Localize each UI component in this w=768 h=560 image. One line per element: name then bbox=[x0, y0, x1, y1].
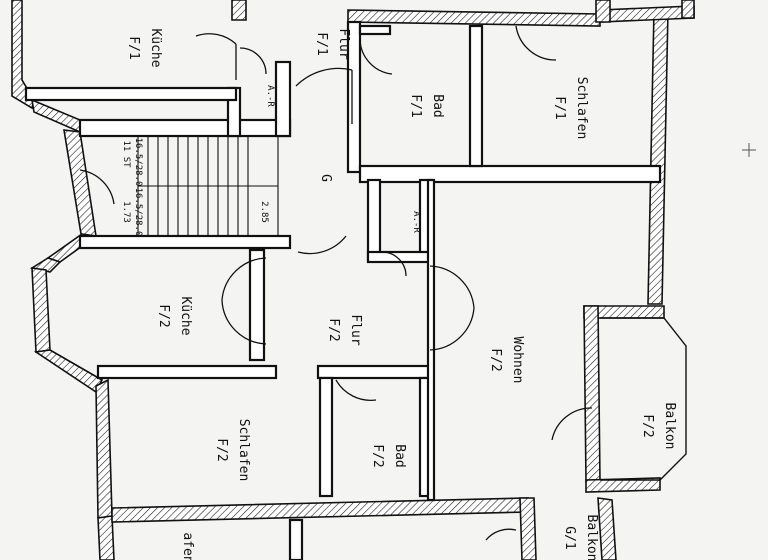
room-label-f1-kueche-name: Küche bbox=[148, 28, 163, 67]
crosshair-cursor-icon bbox=[742, 143, 756, 157]
room-label-f1-flur-unit: F/1 bbox=[314, 32, 329, 55]
balcony-outline bbox=[600, 317, 687, 481]
room-label-f1-schlafen-name: Schlafen bbox=[574, 77, 589, 140]
room-label-g1-balkon-unit: G/1 bbox=[562, 526, 577, 549]
room-label-f2-schlafen-name: Schlafen bbox=[236, 419, 251, 482]
outer-walls bbox=[11, 0, 695, 560]
stair-dim-steps: 11 ST bbox=[121, 140, 131, 168]
stair-dim-width: 1.73 bbox=[121, 201, 131, 223]
stair-hall-label: G bbox=[318, 174, 333, 182]
room-label-f2-flur-unit: F/2 bbox=[326, 318, 341, 341]
room-label-f2-schlafen-unit: F/2 bbox=[214, 438, 229, 461]
meter-tag-f1: A.-R bbox=[265, 85, 275, 107]
room-label-f1-bad-name: Bad bbox=[430, 94, 445, 117]
meter-tag-f2: A.-R bbox=[411, 211, 421, 233]
interior-walls bbox=[24, 20, 662, 560]
stair-dim-length: 2.85 bbox=[259, 201, 269, 223]
room-label-g1-balkon-name: Balkon bbox=[584, 515, 599, 560]
room-label-f1-schlafen-unit: F/1 bbox=[552, 96, 567, 119]
room-label-f1-bad-unit: F/1 bbox=[408, 94, 423, 117]
room-labels: F/1 Küche F/1 Flur F/1 Bad F/1 Schlafen … bbox=[121, 28, 677, 560]
room-label-partial-name: afen bbox=[180, 532, 195, 560]
room-label-f2-kueche-unit: F/2 bbox=[156, 304, 171, 327]
room-label-f1-flur-name: Flur bbox=[336, 28, 351, 59]
room-label-f2-bad-unit: F/2 bbox=[370, 444, 385, 467]
stair-dim-ratio-2: 16.5/28.0 bbox=[133, 188, 143, 237]
room-label-f2-kueche-name: Küche bbox=[178, 296, 193, 335]
stair-dim-ratio-1: 16.5/28.0 bbox=[133, 138, 143, 187]
room-label-f2-balkon-unit: F/2 bbox=[640, 414, 655, 437]
room-label-f2-wohnen-unit: F/2 bbox=[488, 348, 503, 371]
room-label-f1-kueche-unit: F/1 bbox=[126, 36, 141, 59]
room-label-f2-wohnen-name: Wohnen bbox=[510, 337, 525, 384]
room-label-f2-flur-name: Flur bbox=[348, 314, 363, 345]
doors bbox=[79, 25, 593, 541]
stairs bbox=[137, 135, 279, 237]
room-label-f2-bad-name: Bad bbox=[392, 444, 407, 467]
room-label-f2-balkon-name: Balkon bbox=[662, 403, 677, 450]
